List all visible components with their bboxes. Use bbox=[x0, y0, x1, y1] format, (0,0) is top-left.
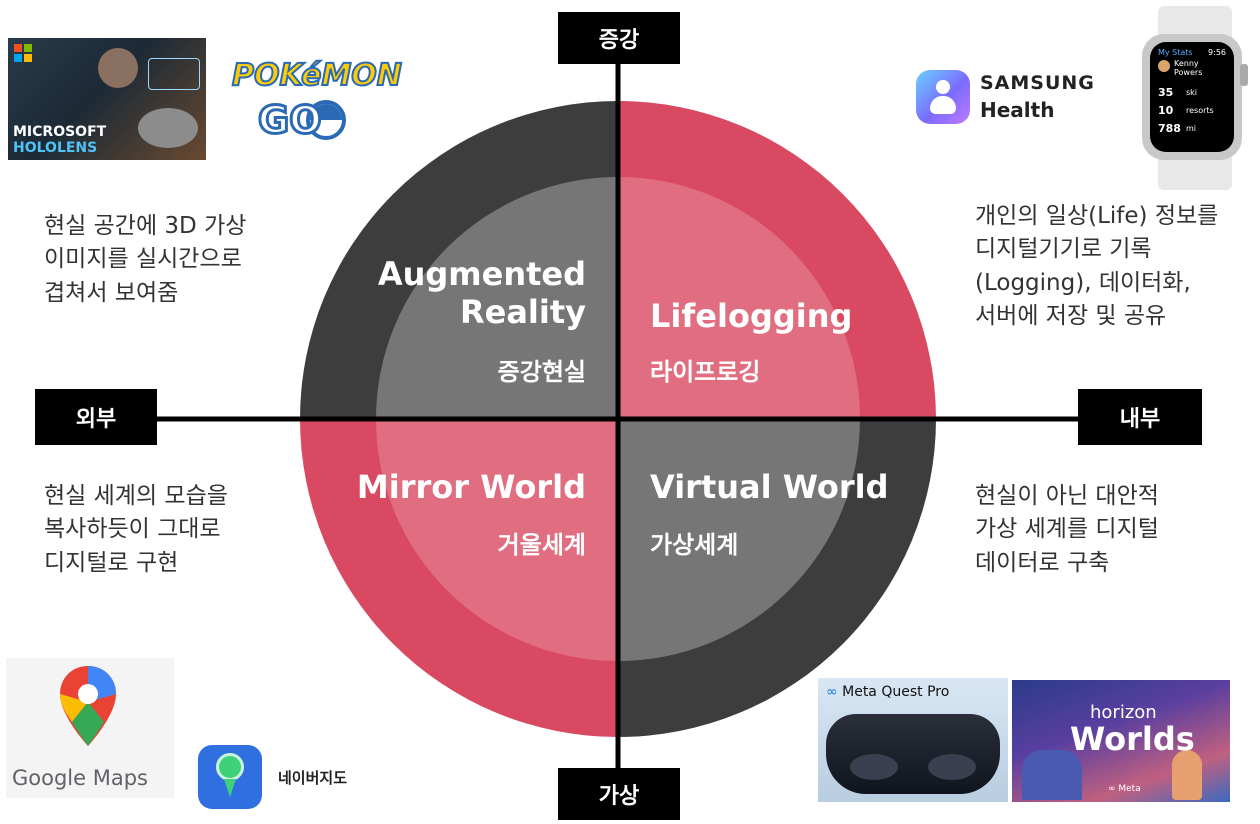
lifelogging-desc-line: (Logging), 데이터화, bbox=[975, 269, 1191, 296]
map-pin-icon bbox=[60, 666, 116, 746]
axis-label-top: 증강 bbox=[558, 12, 680, 64]
hololens-text-line-2: HOLOLENS bbox=[13, 140, 98, 156]
pokemon-go-logo: POKéMON GO bbox=[228, 57, 403, 154]
ar-desc-line: 겹쳐서 보여줌 bbox=[44, 279, 179, 306]
meta-quest-text: ∞ Meta Quest Pro bbox=[826, 684, 949, 700]
virtual-desc-line: 데이터로 구축 bbox=[975, 549, 1110, 576]
hololens-image: MICROSOFT HOLOLENS bbox=[8, 38, 206, 160]
watch-row-label: resorts bbox=[1186, 106, 1214, 115]
naver-map-text: 네이버지도 bbox=[278, 769, 348, 787]
watch-row-value: 788 bbox=[1158, 122, 1181, 135]
samsung-health-logo: SAMSUNG Health bbox=[916, 68, 1106, 132]
lifelogging-desc-line: 디지털기기로 기록 bbox=[975, 236, 1152, 263]
watch-name-1: Kenny bbox=[1174, 59, 1199, 68]
watch-avatar bbox=[1158, 60, 1170, 72]
lifelogging-description: 개인의 일상(Life) 정보를 디지털기기로 기록 (Logging), 데이… bbox=[975, 200, 1218, 333]
hololens-figure-icon bbox=[98, 48, 138, 88]
watch-row-label: mi bbox=[1186, 124, 1197, 133]
samsung-health-icon bbox=[916, 70, 970, 124]
mirror-title: Mirror World bbox=[356, 468, 586, 506]
ar-title-line-1: Augmented bbox=[377, 255, 586, 293]
hololens-hud-icon bbox=[148, 58, 200, 90]
lifelogging-desc-line: 서버에 저장 및 공유 bbox=[975, 303, 1167, 330]
meta-quest-label: Meta Quest Pro bbox=[842, 684, 950, 700]
horizon-avatar-icon bbox=[1172, 750, 1202, 800]
lifelogging-subtitle: 라이프로깅 bbox=[650, 358, 761, 386]
watch-screen: My Stats 9:56 Kenny Powers 35 ski 10 res… bbox=[1150, 42, 1234, 152]
ar-desc-line: 이미지를 실시간으로 bbox=[44, 246, 242, 273]
mirror-desc-line: 현실 세계의 모습을 bbox=[44, 483, 228, 509]
naver-map-icon bbox=[198, 745, 262, 809]
microsoft-logo-icon bbox=[14, 44, 32, 62]
mirror-desc-line: 복사하듯이 그대로 bbox=[44, 516, 221, 543]
lifelogging-quadrant-inner bbox=[618, 177, 860, 419]
watch-time: 9:56 bbox=[1208, 48, 1226, 57]
pokeball-icon bbox=[306, 100, 346, 140]
horizon-meta-text: ∞ Meta bbox=[1108, 784, 1141, 794]
watch-row-value: 10 bbox=[1158, 104, 1174, 117]
google-maps-logo: Google Maps bbox=[6, 658, 174, 798]
vr-headset-icon bbox=[826, 714, 1000, 794]
ar-subtitle: 증강현실 bbox=[497, 358, 586, 386]
mirror-subtitle: 거울세계 bbox=[497, 531, 586, 559]
mirror-desc-line: 디지털로 구현 bbox=[44, 549, 179, 576]
mirror-description: 현실 세계의 모습을 복사하듯이 그대로 디지털로 구현 bbox=[44, 480, 228, 580]
google-maps-text: Google Maps bbox=[12, 766, 148, 790]
watch-header: My Stats bbox=[1158, 48, 1193, 57]
health-text: Health bbox=[980, 98, 1055, 122]
ar-title: Augmented Reality bbox=[340, 255, 586, 332]
axis-label-left: 외부 bbox=[35, 389, 157, 445]
hololens-text-line-1: MICROSOFT bbox=[13, 124, 107, 140]
watch-band-bottom bbox=[1158, 156, 1232, 190]
virtual-quadrant-inner bbox=[618, 419, 860, 661]
smartwatch-image: My Stats 9:56 Kenny Powers 35 ski 10 res… bbox=[1140, 6, 1250, 190]
axis-label-bottom: 가상 bbox=[558, 768, 680, 820]
go-text: GO bbox=[257, 97, 323, 144]
virtual-title: Virtual World bbox=[650, 468, 889, 506]
horizon-scene-icon bbox=[1022, 750, 1082, 800]
ar-title-line-2: Reality bbox=[459, 293, 586, 332]
watch-row-label: ski bbox=[1186, 88, 1198, 97]
worlds-text: Worlds bbox=[1070, 720, 1195, 758]
lifelogging-title: Lifelogging bbox=[650, 297, 853, 335]
watch-row-value: 35 bbox=[1158, 86, 1174, 99]
naver-map-logo: 네이버지도 bbox=[198, 745, 378, 809]
axis-label-right: 내부 bbox=[1078, 389, 1202, 445]
ar-description: 현실 공간에 3D 가상 이미지를 실시간으로 겹쳐서 보여줌 bbox=[44, 210, 246, 310]
virtual-desc-line: 현실이 아닌 대안적 bbox=[975, 483, 1159, 509]
hololens-engine-icon bbox=[138, 108, 198, 148]
meta-quest-image: ∞ Meta Quest Pro bbox=[818, 678, 1008, 802]
horizon-text: horizon bbox=[1090, 702, 1157, 723]
horizon-worlds-image: horizon Worlds ∞ Meta bbox=[1012, 680, 1230, 802]
watch-crown bbox=[1240, 64, 1248, 86]
ar-desc-line: 현실 공간에 3D 가상 bbox=[44, 213, 247, 239]
pokemon-text: POKéMON bbox=[231, 57, 403, 94]
lifelogging-desc-line: 개인의 일상(Life) 정보를 bbox=[975, 203, 1219, 229]
virtual-subtitle: 가상세계 bbox=[650, 531, 739, 559]
samsung-text: SAMSUNG bbox=[980, 72, 1095, 94]
watch-name-2: Powers bbox=[1174, 68, 1203, 77]
mirror-quadrant-inner bbox=[376, 419, 618, 661]
ar-quadrant-inner bbox=[376, 177, 618, 419]
virtual-desc-line: 가상 세계를 디지털 bbox=[975, 516, 1159, 543]
virtual-description: 현실이 아닌 대안적 가상 세계를 디지털 데이터로 구축 bbox=[975, 480, 1159, 580]
meta-infinity-icon: ∞ bbox=[826, 684, 843, 700]
